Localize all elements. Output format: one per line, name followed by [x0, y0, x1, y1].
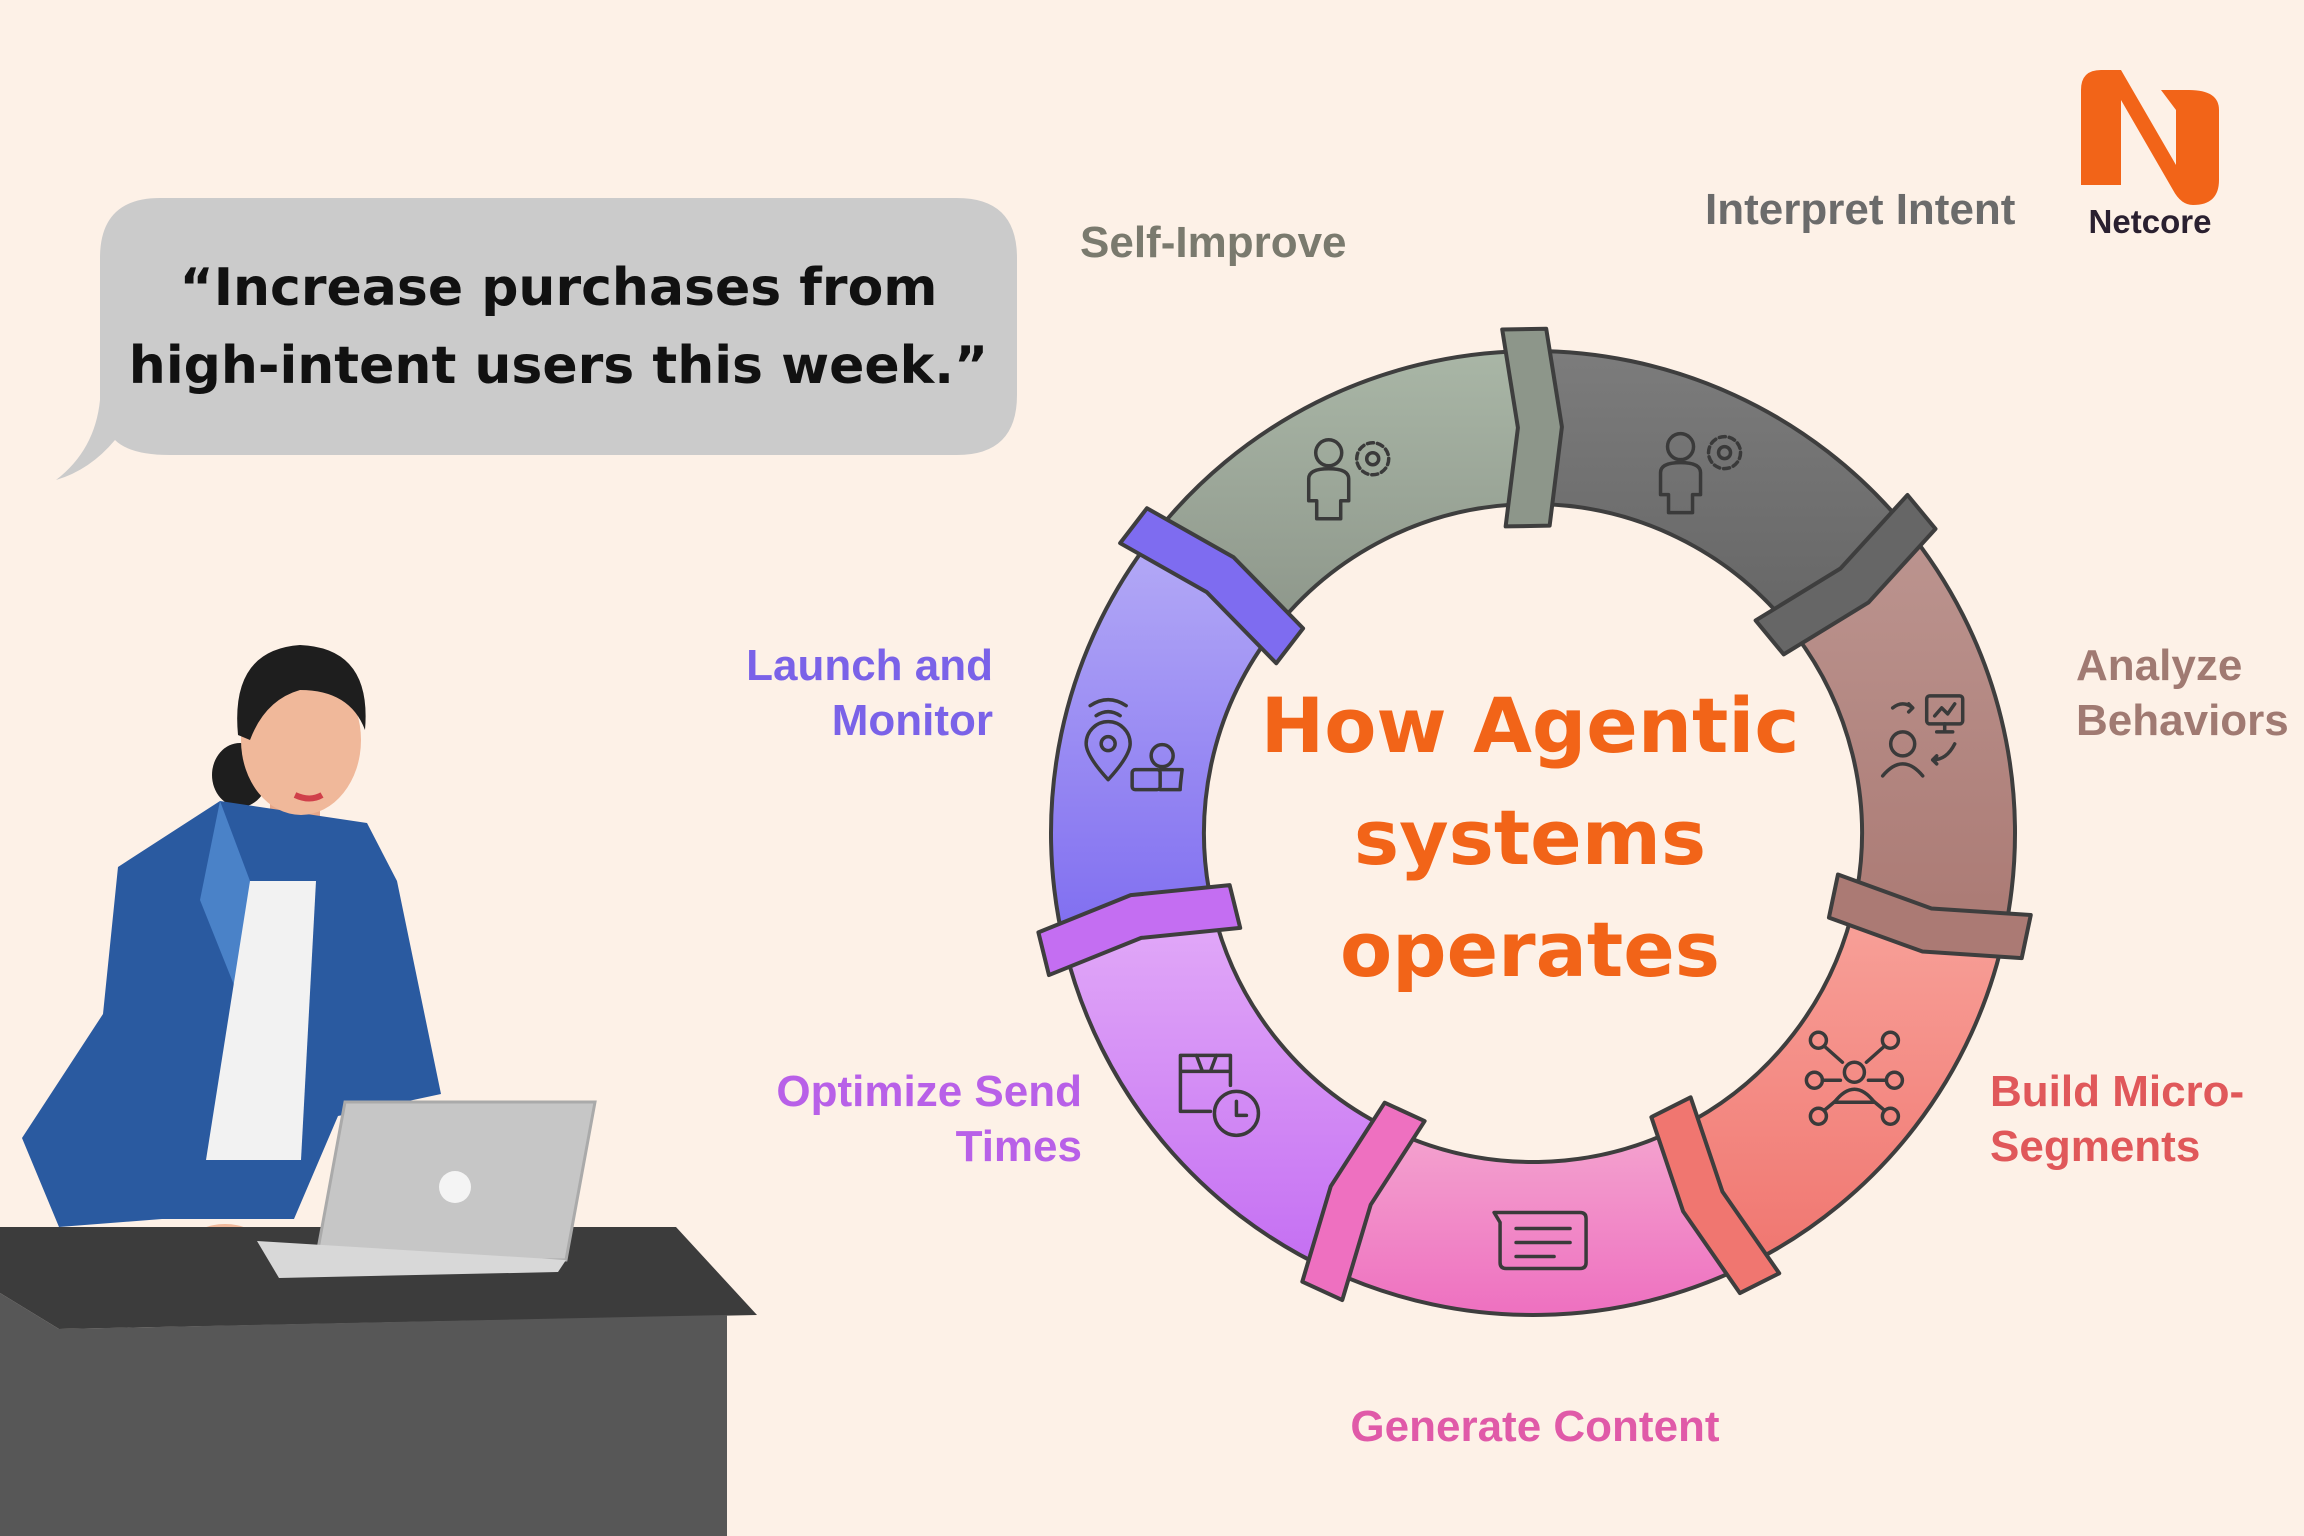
step-label-build-micro-segments: Build Micro- Segments [1990, 1064, 2244, 1174]
title-line: How Agentic [1260, 681, 1800, 770]
analytics-user-icon [1880, 694, 1965, 778]
title-line: operates [1339, 905, 1721, 994]
label-line: Segments [1990, 1122, 2201, 1171]
cycle-divider-arrow [1300, 1100, 1427, 1303]
speech-bubble-text: “Increase purchases from high-intent use… [100, 198, 1017, 455]
cycle-divider-arrow [1826, 872, 2033, 961]
step-label-generate-content: Generate Content [1335, 1399, 1735, 1454]
label-line: Self-Improve [1080, 218, 1347, 267]
title-line: systems [1353, 793, 1707, 882]
label-line: Launch and [746, 641, 993, 690]
network-segments-icon [1804, 1030, 1905, 1127]
label-line: Generate Content [1350, 1402, 1720, 1451]
brand-name: Netcore [2088, 203, 2212, 240]
label-line: Times [955, 1122, 1082, 1171]
label-line: Optimize Send [776, 1067, 1082, 1116]
cycle-divider-arrow [1753, 492, 1938, 657]
cycle-divider-arrow [1649, 1095, 1782, 1296]
hair [237, 645, 366, 740]
label-line: Build Micro- [1990, 1067, 2245, 1116]
speech-bubble [56, 198, 1017, 480]
quote-line: high-intent users this week.” [128, 335, 989, 396]
cycle-divider-arrow [1036, 883, 1243, 978]
label-line: Analyze [2076, 641, 2243, 690]
person-gear-icon [1658, 431, 1743, 515]
person-gear-icon [1306, 438, 1391, 521]
box-clock-icon [1178, 1053, 1261, 1138]
jacket-lapel [200, 801, 250, 1000]
cycle-divider-arrow [1118, 506, 1306, 666]
label-line: Monitor [831, 696, 993, 745]
location-monitor-icon [1084, 697, 1184, 792]
laptop [257, 1100, 597, 1278]
quote-line: “Increase purchases from [179, 257, 938, 318]
step-label-self-improve: Self-Improve [1080, 215, 1347, 270]
laptop-logo [439, 1171, 471, 1203]
cycle-divider-arrow [1500, 326, 1564, 529]
label-line: Behaviors [2076, 696, 2289, 745]
label-line: Interpret Intent [1705, 185, 2016, 234]
step-label-interpret-intent: Interpret Intent [1705, 182, 2015, 237]
cycle-ring [1036, 326, 2033, 1317]
shirt [206, 881, 316, 1160]
center-title: How Agentic systems operates [1200, 670, 1860, 1006]
lips [293, 792, 324, 802]
message-icon [1492, 1210, 1588, 1271]
netcore-logo-icon [2081, 70, 2219, 205]
